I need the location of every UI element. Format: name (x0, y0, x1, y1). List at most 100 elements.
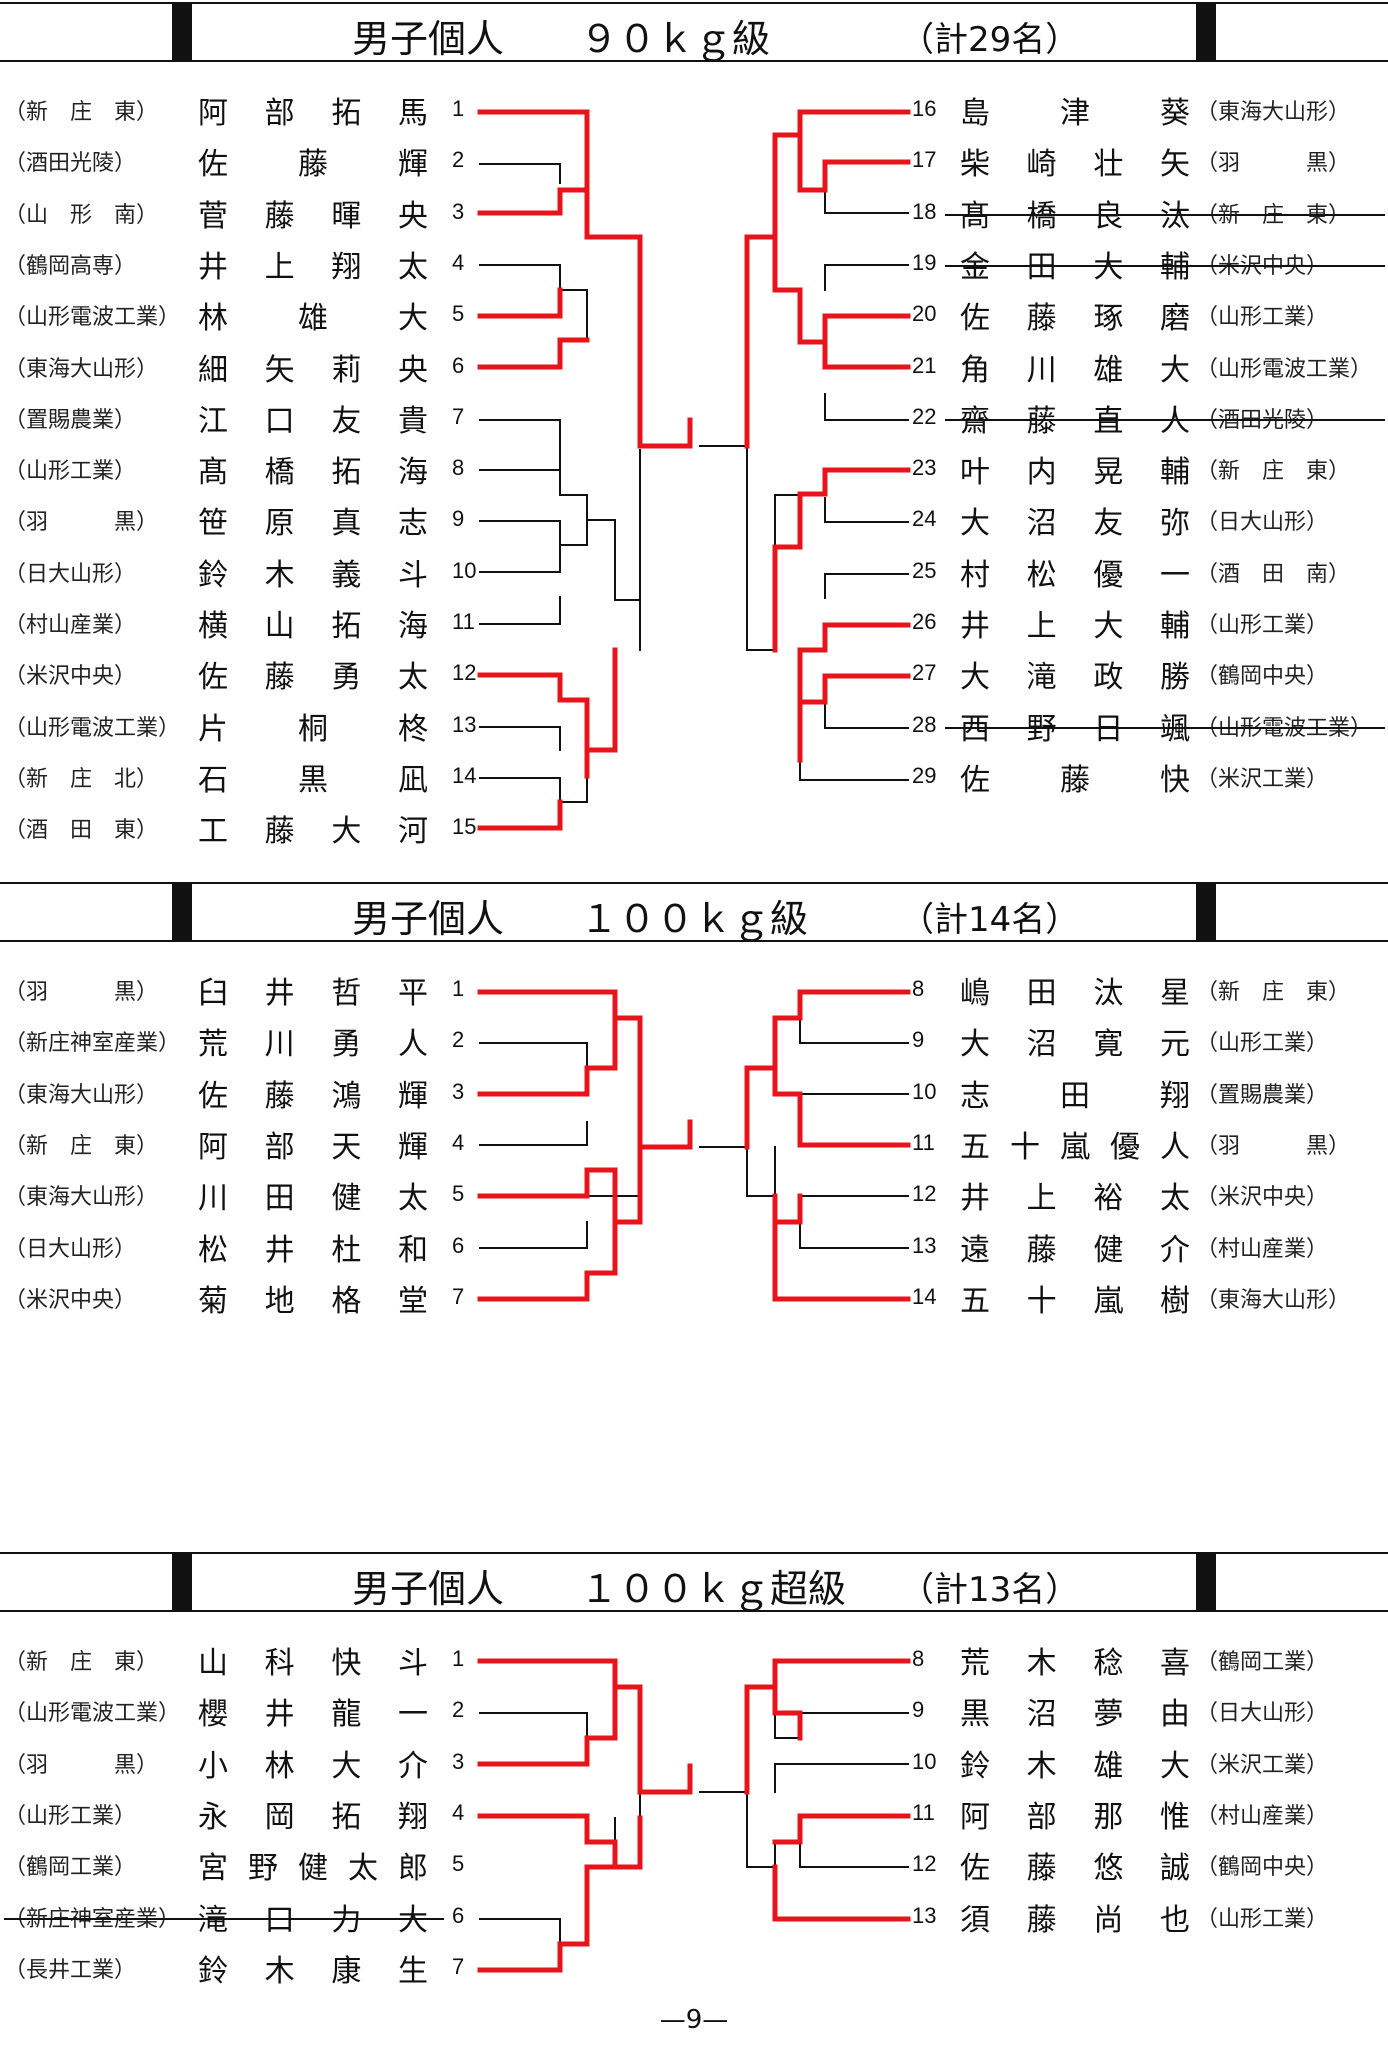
school-name: （新庄神室産業） (4, 1031, 181, 1057)
player-name: 須藤尚也 (960, 1902, 1190, 1938)
school-name: （酒 田 東） (4, 818, 159, 844)
section-title: 男子個人 １００ｋｇ超級 (352, 1567, 847, 1611)
player-name: 小林大介 (198, 1748, 428, 1784)
seed-number: 25 (912, 557, 937, 583)
school-name: （日大山形） (1196, 1701, 1329, 1727)
school-name: （長井工業） (4, 1957, 137, 1983)
school-name: （酒田光陵） (4, 151, 137, 177)
school-name: （新 庄 東） (1196, 980, 1351, 1005)
seed-number: 5 (452, 301, 465, 327)
seed-number: 10 (452, 557, 477, 583)
school-name: （鶴岡工業） (4, 1855, 137, 1881)
player-name: 菅藤暉央 (198, 198, 428, 234)
player-name: 遠藤健介 (960, 1232, 1190, 1268)
seed-number: 2 (452, 1027, 465, 1053)
seed-number: 3 (452, 198, 465, 224)
school-name: （山形工業） (4, 1803, 137, 1829)
seed-number: 9 (912, 1027, 925, 1053)
player-name: 佐藤琢磨 (960, 301, 1190, 337)
player-name: 五十嵐優人 (960, 1129, 1190, 1165)
left-entry-2: （新庄神室産業） 荒川勇人 2 (0, 1019, 1388, 1065)
player-name: 佐藤鴻輝 (198, 1078, 428, 1114)
seed-number: 16 (912, 96, 937, 121)
school-name: （東海大山形） (4, 1185, 159, 1211)
seed-number: 3 (452, 1748, 465, 1774)
section-count: （計13名） (900, 1570, 1080, 1610)
player-name: 荒川勇人 (198, 1027, 428, 1063)
school-name: （日大山形） (4, 561, 137, 587)
player-name: 大沼友弥 (960, 506, 1190, 542)
player-name: 村松優一 (960, 557, 1190, 593)
player-name: 髙橋拓海 (198, 455, 428, 491)
school-name: （羽 黒） (4, 1752, 159, 1778)
seed-number: 13 (912, 1902, 937, 1928)
seed-number: 15 (452, 814, 477, 840)
school-name: （酒 田 南） (1196, 561, 1351, 587)
player-name: 宮野健太郎 (198, 1851, 428, 1887)
seed-number: 12 (912, 1181, 937, 1207)
school-name: （米沢工業） (1196, 1752, 1329, 1778)
player-name: 江口友貴 (198, 403, 428, 439)
player-name: 志田翔 (960, 1078, 1190, 1114)
seed-number: 7 (452, 1953, 465, 1979)
seed-number: 2 (452, 1697, 465, 1723)
seed-number: 27 (912, 660, 937, 686)
seed-number: 2 (452, 147, 465, 173)
school-name: （鶴岡中央） (1196, 1855, 1329, 1881)
school-name: （新 庄 北） (4, 766, 159, 792)
player-name: 臼井哲平 (198, 976, 428, 1011)
seed-number: 13 (452, 711, 477, 737)
school-name: （新 庄 東） (4, 100, 159, 125)
school-name: （山形工業） (1196, 613, 1329, 638)
seed-number: 12 (912, 1851, 937, 1877)
seed-number: 7 (452, 1283, 465, 1309)
player-name: 黒沼夢由 (960, 1697, 1190, 1733)
school-name: （鶴岡中央） (1196, 664, 1329, 690)
school-name: （日大山形） (4, 1236, 137, 1262)
player-name: 細矢莉央 (198, 352, 428, 388)
withdrawn-strike (4, 1917, 444, 1920)
school-name: （羽 黒） (1196, 1133, 1351, 1159)
player-name: 片桐柊 (198, 711, 428, 747)
school-name: （新 庄 東） (4, 1650, 159, 1675)
school-name: （山形電波工業） (4, 1701, 181, 1727)
school-name: （山形工業） (1196, 305, 1329, 331)
seed-number: 12 (452, 660, 477, 686)
seed-number: 5 (452, 1181, 465, 1207)
seed-number: 14 (452, 762, 477, 788)
player-name: 滝口力大 (198, 1902, 428, 1938)
seed-number: 4 (452, 249, 465, 275)
seed-number: 19 (912, 249, 937, 275)
school-name: （米沢中央） (4, 1287, 137, 1313)
seed-number: 4 (452, 1799, 465, 1825)
player-name: 山科快斗 (198, 1646, 428, 1681)
school-name: （鶴岡高専） (4, 253, 137, 279)
player-name: 柴崎壮矢 (960, 147, 1190, 183)
section-title: 男子個人 ９０ｋｇ級 (352, 17, 771, 61)
school-name: （置賜農業） (4, 407, 137, 433)
school-name: （新 庄 東） (4, 1133, 159, 1159)
seed-number: 8 (912, 976, 925, 1001)
